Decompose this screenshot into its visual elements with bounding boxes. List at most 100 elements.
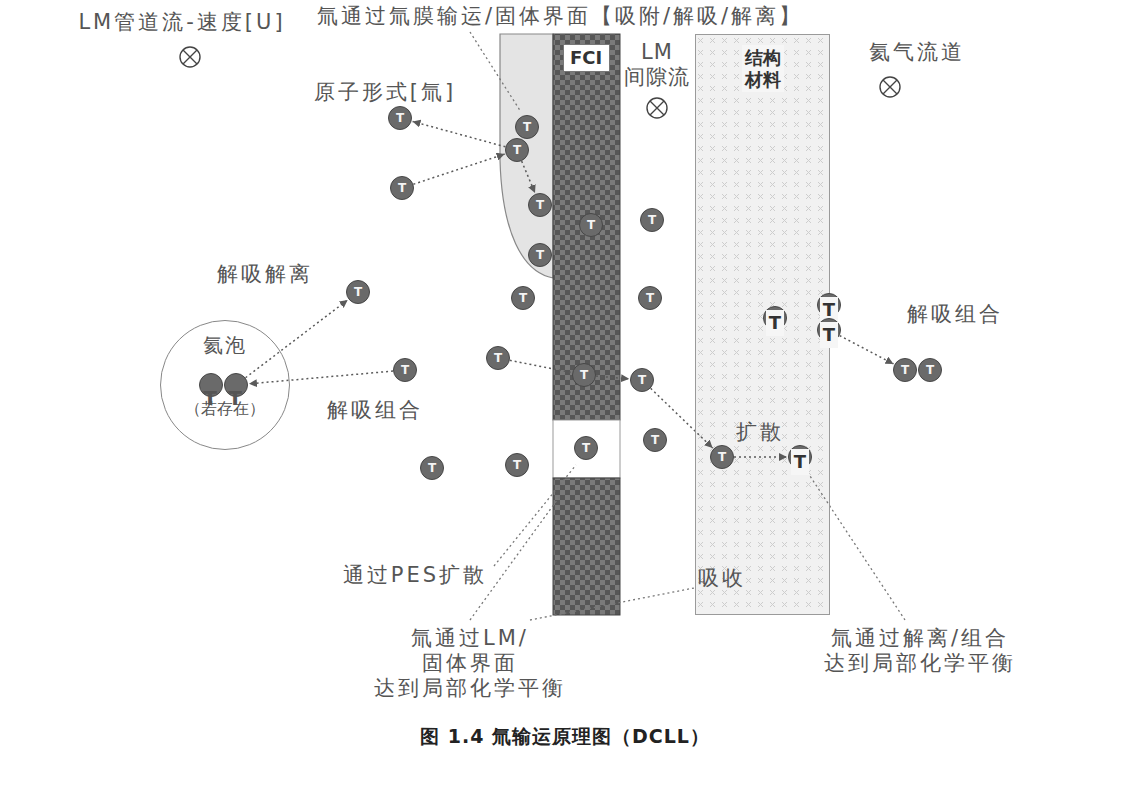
tritium-atom-text: T bbox=[901, 364, 909, 376]
tritium-atom: T bbox=[486, 346, 510, 370]
tritium-atom: T bbox=[572, 363, 596, 387]
structure-material-box-text: 结构 材料 bbox=[742, 45, 784, 92]
tritium-atom-text: T bbox=[580, 369, 588, 381]
annotation-label: 氚通过解离/组合 达到局部化学平衡 bbox=[824, 626, 1016, 676]
transport-arrow bbox=[246, 300, 348, 378]
flow-symbol-cross bbox=[883, 80, 897, 94]
tritium-atom: T bbox=[710, 445, 734, 469]
pes-gap bbox=[553, 420, 620, 478]
tritium-atom-text: T bbox=[582, 442, 590, 454]
tritium-atom-text: T bbox=[536, 199, 544, 211]
tritium-atom: T bbox=[763, 306, 787, 330]
tritium-atom: T bbox=[505, 138, 529, 162]
flow-into-page-symbol bbox=[880, 77, 900, 97]
annotation-label: 通过PES扩散 bbox=[343, 563, 487, 588]
fci-column bbox=[553, 478, 620, 615]
tritium-atom-text: T bbox=[398, 182, 406, 194]
helium-bubble: 氦泡（若存在）TT bbox=[160, 320, 290, 450]
tritium-atom-text: T bbox=[791, 449, 809, 475]
tritium-atom-text: T bbox=[519, 292, 527, 304]
tritium-atom: T bbox=[817, 293, 841, 317]
tritium-atom: T bbox=[640, 208, 664, 232]
tritium-atom-text: T bbox=[228, 386, 244, 410]
annotation-label: LM 间隙流 bbox=[624, 40, 690, 90]
tritium-atom-text: T bbox=[523, 121, 531, 133]
helium-bubble-text: 氦泡 bbox=[203, 333, 247, 357]
tritium-atom: T bbox=[505, 453, 529, 477]
tritium-atom-text: T bbox=[646, 292, 654, 304]
tritium-atom-text: T bbox=[820, 322, 838, 348]
tritium-atom: T bbox=[199, 373, 223, 397]
annotation-label: 解吸解离 bbox=[217, 262, 313, 287]
tritium-atom: T bbox=[528, 193, 552, 217]
tritium-atom: T bbox=[390, 176, 414, 200]
tritium-atom: T bbox=[515, 115, 539, 139]
fci-box-text: FCI bbox=[570, 48, 602, 68]
tritium-atom-text: T bbox=[428, 462, 436, 474]
annotation-label: 解吸组合 bbox=[907, 302, 1003, 327]
leader-line bbox=[470, 496, 560, 620]
tritium-atom-text: T bbox=[648, 214, 656, 226]
flow-symbol-ring bbox=[180, 47, 200, 67]
tritium-atom: T bbox=[224, 373, 248, 397]
transport-arrow bbox=[840, 336, 894, 364]
tritium-atom: T bbox=[893, 358, 917, 382]
flow-symbol-cross bbox=[650, 101, 664, 115]
tritium-atom: T bbox=[393, 358, 417, 382]
fci-column bbox=[553, 34, 620, 420]
tritium-atom: T bbox=[420, 456, 444, 480]
transport-arrow bbox=[596, 376, 629, 379]
tritium-atom: T bbox=[643, 428, 667, 452]
tritium-atom-text: T bbox=[587, 219, 595, 231]
tritium-atom-text: T bbox=[494, 352, 502, 364]
transport-arrow bbox=[413, 154, 504, 184]
structure-material-fill bbox=[695, 34, 830, 615]
tritium-atom-text: T bbox=[638, 374, 646, 386]
leader-line bbox=[470, 32, 521, 112]
helium-bubble-text: （若存在） bbox=[185, 399, 265, 418]
transport-arrow bbox=[522, 161, 535, 193]
leader-line bbox=[494, 465, 576, 566]
annotation-label: LM管道流-速度[U] bbox=[78, 10, 285, 35]
flow-symbol-ring bbox=[880, 77, 900, 97]
tritium-atom: T bbox=[638, 286, 662, 310]
transport-arrow bbox=[734, 456, 787, 458]
flow-into-page-symbol bbox=[180, 47, 200, 67]
annotation-label: 原子形式[氚] bbox=[314, 80, 456, 105]
tritium-atom: T bbox=[817, 318, 841, 342]
tritium-atom: T bbox=[574, 436, 598, 460]
tritium-atom-text: T bbox=[766, 310, 784, 336]
transport-arrow bbox=[413, 121, 506, 146]
annotation-label: 氚通过氚膜输运/固体界面【吸附/解吸/解离】 bbox=[317, 4, 803, 29]
liquid-metal-region bbox=[500, 34, 553, 278]
structure-material-box: 结构 材料TTTT bbox=[695, 34, 830, 615]
annotation-label: 解吸组合 bbox=[327, 398, 423, 423]
figure-caption: 图 1.4 氚输运原理图（DCLL） bbox=[420, 725, 710, 748]
tritium-atom: T bbox=[579, 213, 603, 237]
fci-box: FCI bbox=[563, 44, 610, 72]
tritium-atom: T bbox=[630, 368, 654, 392]
tritium-atom-text: T bbox=[401, 364, 409, 376]
tritium-atom-text: T bbox=[926, 364, 934, 376]
tritium-atom: T bbox=[511, 286, 535, 310]
flow-symbol-cross bbox=[183, 50, 197, 64]
leader-line bbox=[808, 473, 905, 620]
tritium-atom: T bbox=[388, 106, 412, 130]
flow-into-page-symbol bbox=[647, 98, 667, 118]
tritium-atom-text: T bbox=[536, 249, 544, 261]
tritium-atom-text: T bbox=[651, 434, 659, 446]
tritium-atom-text: T bbox=[354, 286, 362, 298]
tritium-atom-text: T bbox=[203, 386, 219, 410]
transport-arrow bbox=[249, 371, 393, 384]
leader-line bbox=[530, 588, 694, 620]
tritium-atom: T bbox=[788, 445, 812, 469]
tritium-atom-text: T bbox=[513, 459, 521, 471]
tritium-atom: T bbox=[918, 358, 942, 382]
annotation-label: 氚通过LM/固体界面 达到局部化学平衡 bbox=[374, 626, 566, 702]
tritium-atom-text: T bbox=[718, 451, 726, 463]
flow-symbol-ring bbox=[647, 98, 667, 118]
tritium-atom-text: T bbox=[513, 144, 521, 156]
transport-arrow bbox=[510, 360, 572, 372]
